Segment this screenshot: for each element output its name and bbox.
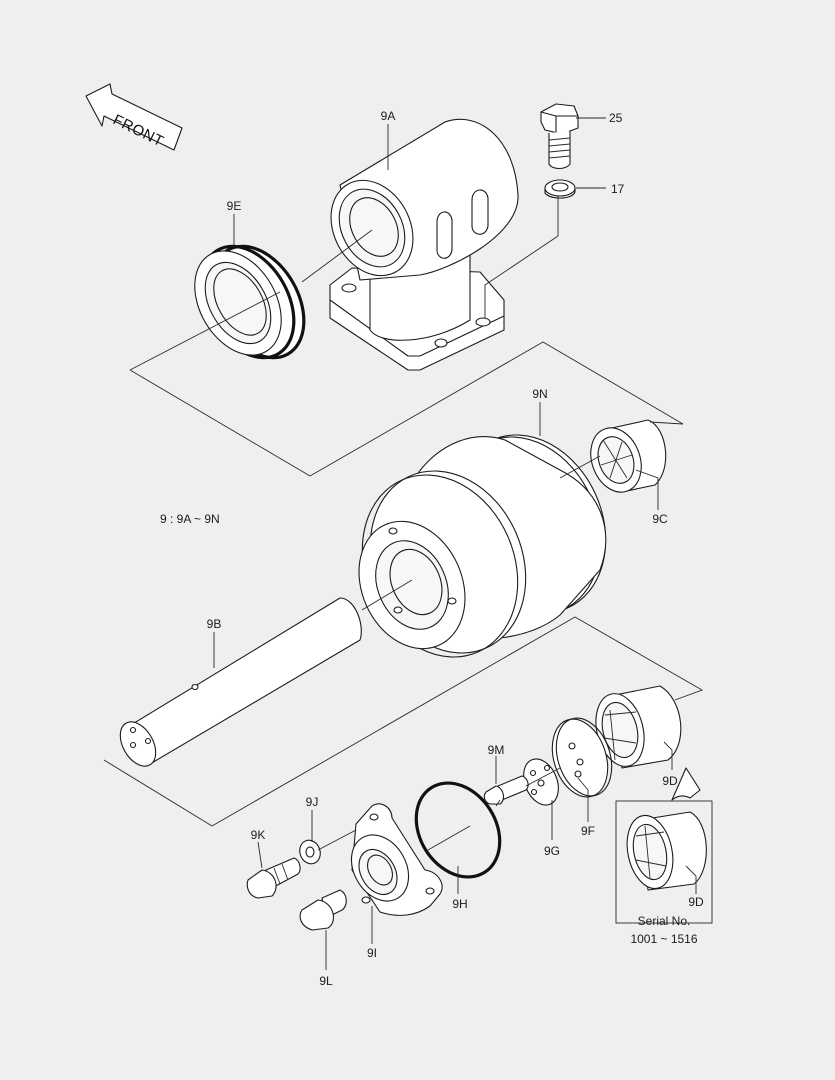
label-9J: 9J [306,795,319,809]
part-9F-plate [551,717,613,798]
label-9E: 9E [227,199,242,213]
part-17-washer [544,179,576,199]
label-17: 17 [611,182,625,196]
guide-lines-upper [129,117,684,477]
part-9J-washer [299,839,321,865]
part-9N-roller [358,434,607,658]
part-9K-bolt [246,857,301,899]
label-9D-inset: 9D [688,895,704,909]
label-9N: 9N [532,387,547,401]
label-9I: 9I [367,946,377,960]
part-9G-plate [523,758,559,806]
leader-lines [213,124,697,970]
label-9D: 9D [662,774,678,788]
serial-number-label: Serial No. [638,914,691,928]
part-9B-shaft [119,597,362,767]
front-arrow: FRONT [85,83,183,151]
group-note: 9 : 9A ~ 9N [160,512,220,526]
label-9M: 9M [488,743,505,757]
part-9M-bolt [483,775,529,805]
label-25: 25 [609,111,623,125]
part-9I-cover [350,803,443,916]
part-9E-seal [194,244,306,360]
serial-number-range: 1001 ~ 1516 [630,932,697,946]
part-25-bolt [540,103,579,170]
label-9L: 9L [319,974,333,988]
serial-inset: Serial No. 1001 ~ 1516 [615,800,713,946]
part-9A-housing [329,118,519,371]
label-9G: 9G [544,844,560,858]
part-labels: 9A 25 17 9E 9N 9 : 9A ~ 9N 9C 9B 9M 9D 9… [160,109,704,988]
serial-change-arrow [671,767,701,801]
label-9H: 9H [452,897,467,911]
guide-lines-lower [317,767,561,851]
label-9A: 9A [381,109,396,123]
label-9K: 9K [251,828,266,842]
part-9C-bushing [590,419,667,493]
label-9C: 9C [652,512,668,526]
label-9F: 9F [581,824,595,838]
part-9L-plug [299,889,347,931]
label-9B: 9B [207,617,222,631]
part-9H-oring [414,781,502,879]
guide-lines-middle [103,421,704,827]
